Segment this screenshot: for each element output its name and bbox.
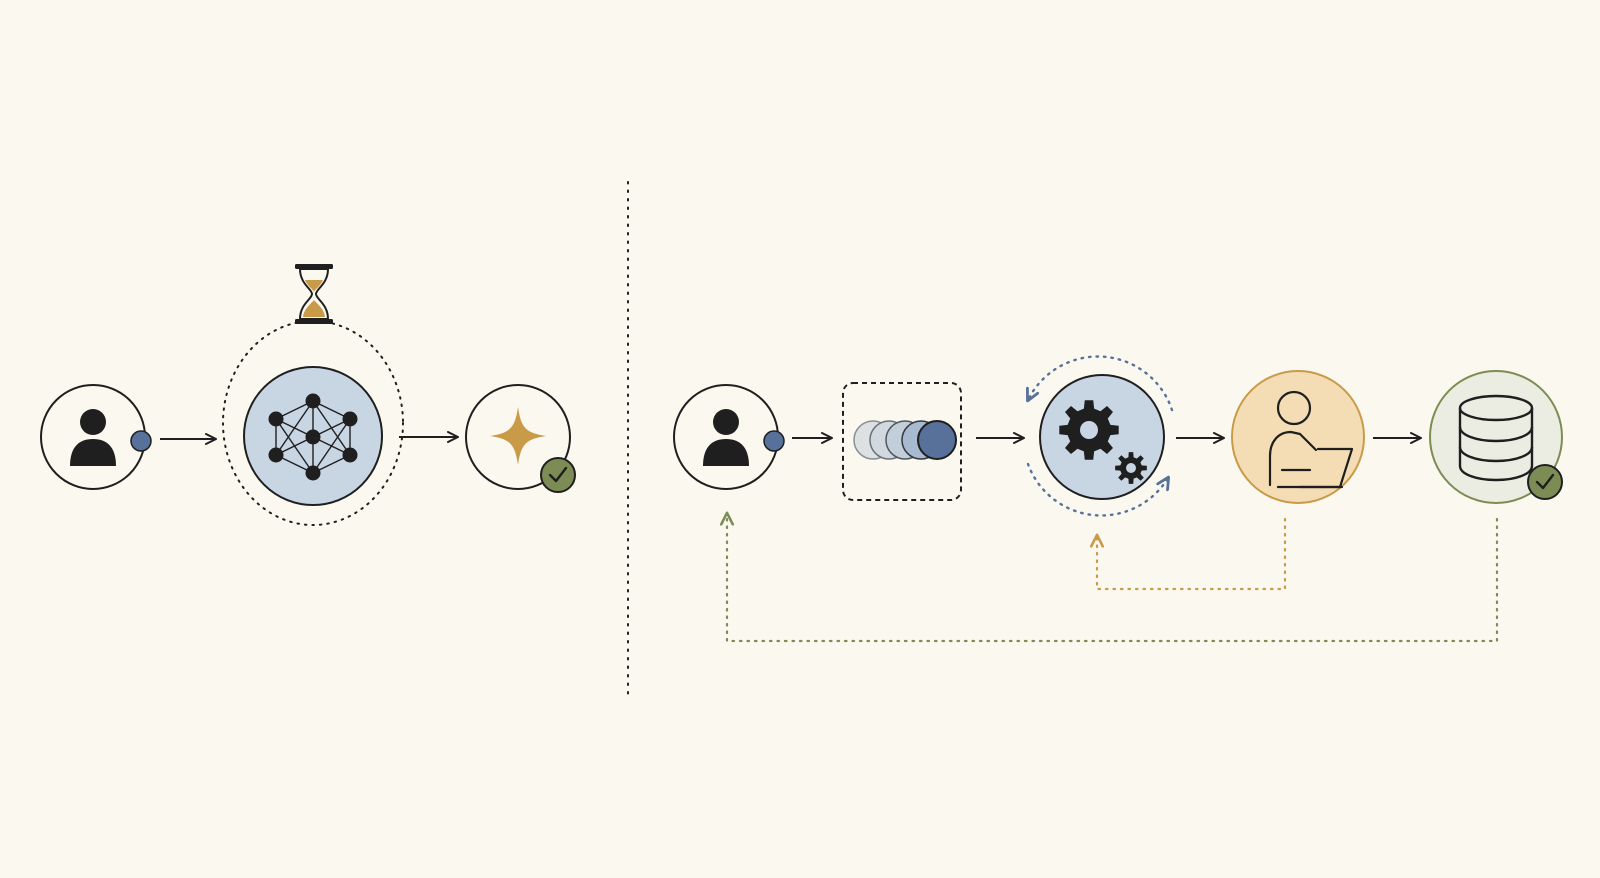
sparkle-icon <box>490 407 546 465</box>
check-icon <box>540 457 576 493</box>
database-icon <box>1458 394 1534 482</box>
output-port-dot <box>130 430 152 452</box>
left-model-node <box>222 264 404 526</box>
person-laptop-icon <box>1268 390 1354 489</box>
check-icon <box>1527 464 1563 500</box>
gear-icon <box>1059 400 1119 460</box>
left-user-node <box>40 384 152 490</box>
processing-node <box>1028 355 1174 517</box>
right-user-node <box>673 384 785 490</box>
output-port-dot <box>763 430 785 452</box>
refresh-arrows-icon <box>1028 355 1174 517</box>
left-flow <box>40 264 576 526</box>
feedback-loop-review-to-processing <box>1097 517 1287 591</box>
feedback-loop-storage-to-user <box>727 514 1499 643</box>
stacked-circles-icon <box>853 420 957 460</box>
hourglass-icon <box>295 264 333 324</box>
right-flow <box>673 355 1563 643</box>
gear-icon <box>1115 452 1147 484</box>
human-review-node <box>1231 370 1365 504</box>
user-icon <box>70 409 116 466</box>
neural-network-icon <box>268 393 358 481</box>
storage-node <box>1429 370 1563 504</box>
user-icon <box>703 409 749 466</box>
batch-queue-node <box>842 382 962 501</box>
left-result-node <box>465 384 576 493</box>
